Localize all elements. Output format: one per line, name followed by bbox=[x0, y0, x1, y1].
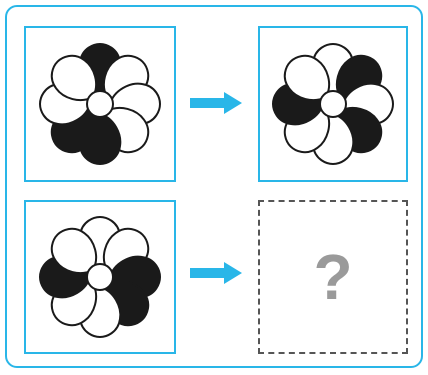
flower-top-left bbox=[38, 42, 162, 166]
question-mark: ? bbox=[313, 241, 353, 313]
petal bbox=[50, 54, 97, 101]
arrow-right-icon bbox=[190, 92, 242, 114]
flower-center bbox=[319, 90, 347, 118]
flower-center bbox=[86, 90, 114, 118]
panel-bottom-left bbox=[24, 200, 176, 354]
petal bbox=[283, 54, 330, 101]
flower-center bbox=[86, 263, 114, 291]
flower-bottom-left bbox=[38, 215, 162, 339]
answer-slot[interactable]: ? bbox=[258, 200, 408, 354]
panel-top-right bbox=[258, 26, 408, 182]
flower-top-right bbox=[271, 42, 395, 166]
petal bbox=[50, 227, 97, 274]
panel-top-left bbox=[24, 26, 176, 182]
arrow-right-icon bbox=[190, 262, 242, 284]
